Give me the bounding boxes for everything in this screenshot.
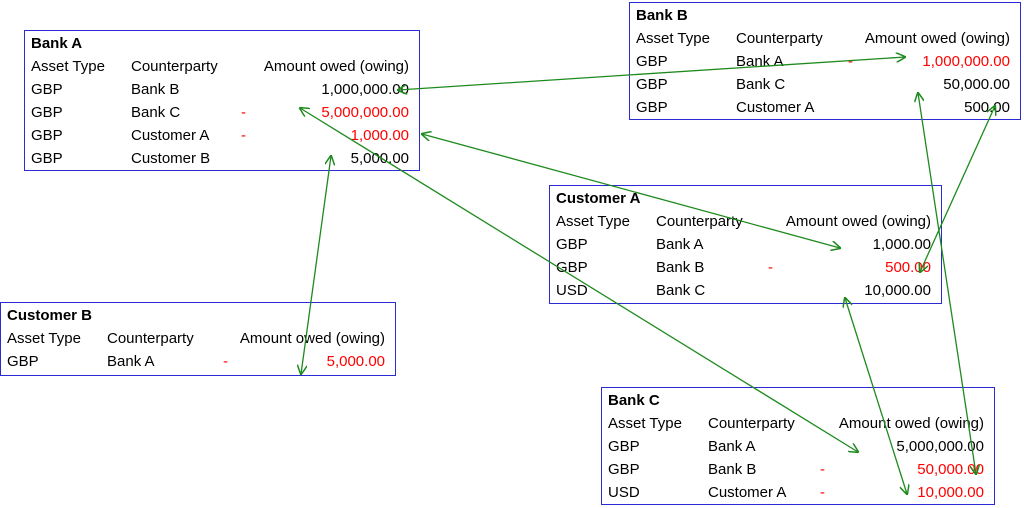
- connector-arrow: [301, 156, 331, 374]
- asset-cell: GBP: [608, 461, 640, 478]
- connector-arrow: [918, 93, 976, 474]
- asset-cell: GBP: [31, 150, 63, 167]
- negative-sign: -: [223, 353, 228, 370]
- amount-cell: 50,000.00: [943, 76, 1010, 93]
- table-row: USD Customer A - 10,000.00: [608, 481, 988, 504]
- negative-sign: -: [241, 127, 246, 144]
- asset-cell: GBP: [31, 81, 63, 98]
- counterparty-cell: Bank B: [708, 461, 757, 478]
- counterparty-header: Counterparty: [131, 58, 218, 75]
- negative-sign: -: [820, 461, 825, 478]
- connector-arrow: [920, 106, 995, 272]
- counterparty-cell: Customer A: [708, 484, 787, 501]
- amount-cell: 10,000.00: [917, 484, 984, 501]
- amount-header: Amount owed (owing): [263, 58, 409, 75]
- asset-type-header: Asset Type: [7, 330, 81, 347]
- bank-a-box: Bank A Asset Type Counterparty Amount ow…: [24, 30, 420, 171]
- header-row: Asset Type Counterparty Amount owed (owi…: [31, 55, 413, 78]
- amount-cell: 1,000,000.00: [922, 53, 1010, 70]
- bank-a-title: Bank A: [31, 35, 83, 52]
- counterparty-cell: Bank C: [131, 104, 181, 121]
- counterparty-cell: Bank B: [131, 81, 180, 98]
- negative-sign: -: [241, 104, 246, 121]
- connector-arrow: [845, 298, 907, 494]
- header-row: Asset Type Counterparty Amount owed (owi…: [636, 27, 1014, 50]
- connector-arrow: [422, 134, 840, 248]
- connector-arrow: [300, 108, 858, 452]
- asset-cell: GBP: [31, 104, 63, 121]
- amount-cell: 1,000,000.00: [321, 81, 409, 98]
- asset-type-header: Asset Type: [31, 58, 105, 75]
- asset-type-header: Asset Type: [636, 30, 710, 47]
- counterparty-header: Counterparty: [107, 330, 194, 347]
- counterparty-cell: Customer B: [131, 150, 211, 167]
- asset-cell: GBP: [31, 127, 63, 144]
- connector-arrow: [398, 57, 905, 90]
- table-row: GBP Bank B 1,000,000.00: [31, 78, 413, 101]
- counterparty-cell: Customer A: [131, 127, 210, 144]
- customer-b-title: Customer B: [7, 307, 93, 324]
- asset-cell: USD: [608, 484, 640, 501]
- bank-b-title: Bank B: [636, 7, 688, 24]
- negative-sign: -: [820, 484, 825, 501]
- asset-cell: GBP: [7, 353, 39, 370]
- counterparty-header: Counterparty: [736, 30, 823, 47]
- counterparty-cell: Bank A: [107, 353, 155, 370]
- amount-header: Amount owed (owing): [864, 30, 1010, 47]
